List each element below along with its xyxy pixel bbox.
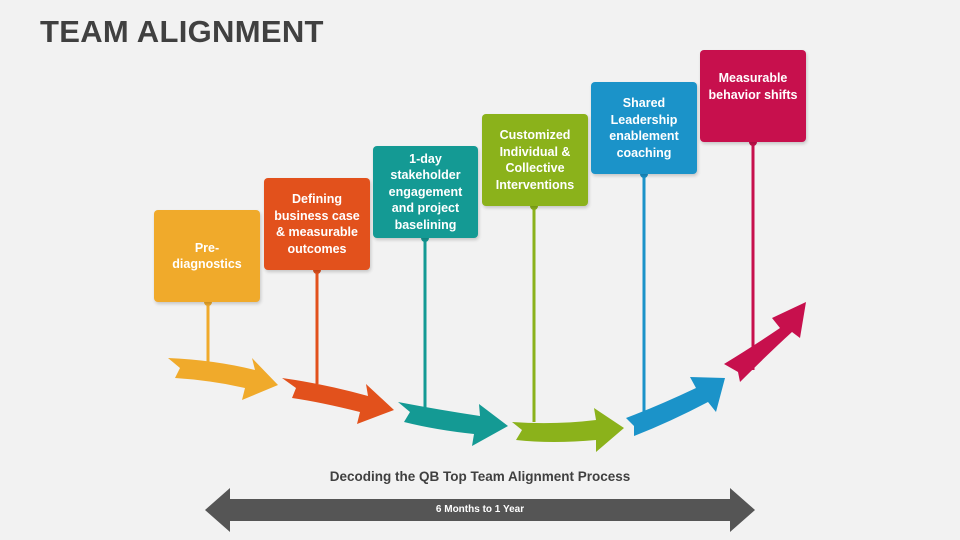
duration-double-arrow (205, 488, 755, 532)
page-title: TEAM ALIGNMENT (40, 14, 324, 49)
process-arrow-1 (168, 358, 278, 400)
step-card-1-label: Pre-diagnostics (172, 240, 242, 272)
step-card-1: Pre-diagnostics (154, 210, 260, 302)
process-arrow-4 (512, 408, 624, 452)
process-arrow-2 (282, 378, 394, 424)
process-caption: Decoding the QB Top Team Alignment Proce… (329, 469, 631, 484)
duration-label: 6 Months to 1 Year (435, 504, 525, 515)
process-arrow-3 (398, 402, 508, 446)
process-arrow-6 (724, 302, 806, 382)
process-arrow-5 (626, 377, 725, 436)
